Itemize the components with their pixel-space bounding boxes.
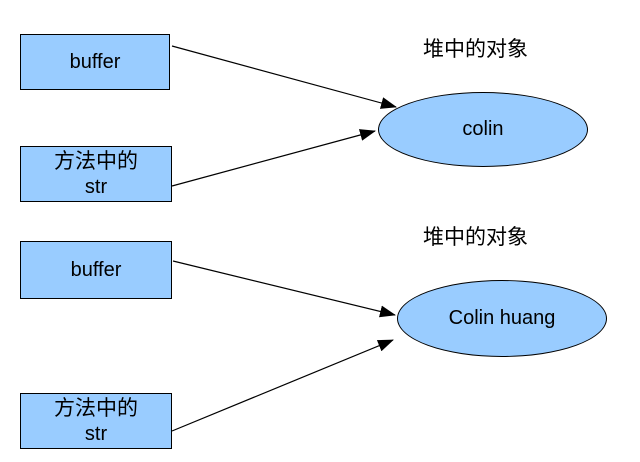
heap-object-label-bottom: 堆中的对象 (423, 225, 528, 249)
box-buffer-top-label: buffer (69, 51, 121, 73)
heap-object-label-top: 堆中的对象 (423, 37, 528, 61)
box-buffer-top: buffer (20, 34, 170, 90)
box-str-top-label-line2: str (84, 175, 108, 198)
box-str-top: 方法中的 str (20, 146, 172, 202)
box-buffer-bottom: buffer (20, 241, 172, 299)
arrow-str1-to-colin (171, 129, 376, 187)
box-str-top-label-line1: 方法中的 (54, 149, 138, 174)
box-str-bottom: 方法中的 str (20, 393, 172, 449)
box-str-bottom-label-line1: 方法中的 (54, 396, 138, 421)
ellipse-colin-huang-label: Colin huang (448, 307, 556, 329)
ellipse-colin: colin (378, 92, 588, 167)
ellipse-colin-label: colin (462, 118, 504, 140)
arrow-buffer2-to-colin-huang (172, 260, 396, 318)
arrow-str2-to-colin-huang (171, 339, 394, 432)
box-buffer-bottom-label: buffer (70, 259, 122, 281)
arrow-buffer1-to-colin (171, 45, 397, 109)
ellipse-colin-huang: Colin huang (397, 280, 607, 357)
box-str-bottom-label-line2: str (84, 422, 108, 445)
